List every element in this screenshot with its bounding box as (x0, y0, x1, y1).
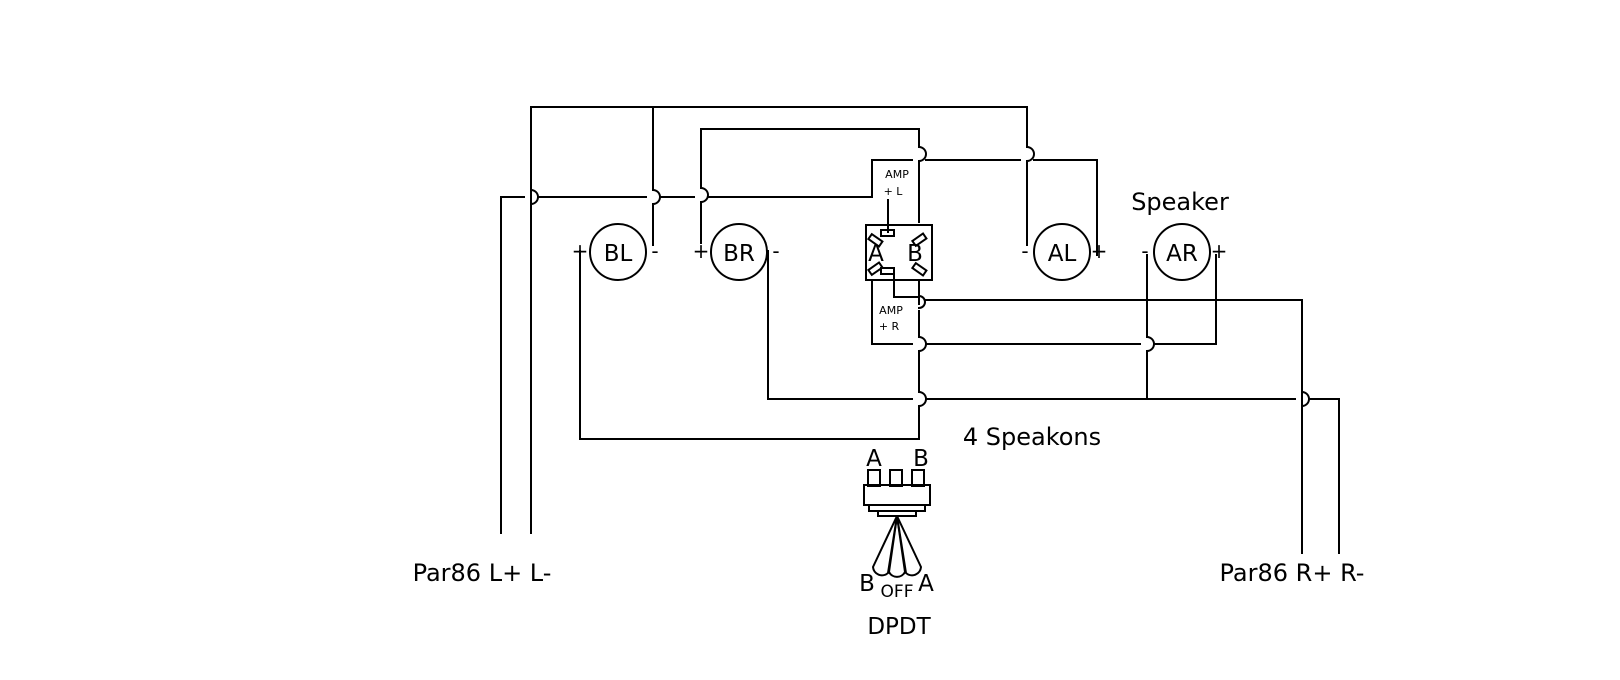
speaker-br: BR + - (693, 223, 780, 281)
wire-l-plus-row (500, 196, 873, 534)
left-source-label: Par86 L+ L- (413, 559, 552, 587)
wire-r-plus-crossover (917, 294, 926, 310)
wire-bl-minus (652, 146, 661, 246)
speaker-al-left-sign: - (1021, 239, 1028, 263)
switch-terminal-a (867, 469, 881, 487)
speaker-br-left-sign: + (693, 239, 710, 263)
speaker-br-right-sign: - (772, 239, 779, 263)
amp-l-label-2: + L (884, 185, 904, 198)
amp-switch-block: A B AMP + L AMP + R (865, 168, 933, 333)
speaker-ar-right-sign: + (1211, 239, 1228, 263)
wire-contact-bottom (893, 275, 920, 298)
speaker-br-label: BR (723, 241, 755, 267)
switch-name: DPDT (867, 614, 931, 640)
wire-top-bus (530, 106, 1028, 534)
speaker-bl-circle (589, 223, 647, 281)
contact-top-left (866, 232, 884, 248)
lever-position-a (896, 515, 923, 577)
amp-r-box (871, 281, 913, 345)
speakons-label: 4 Speakons (963, 423, 1101, 451)
amp-r-label-2: + R (879, 320, 900, 333)
amp-l-box (871, 159, 913, 198)
wire-amp-r-row (925, 254, 1217, 345)
speaker-label: Speaker (1131, 188, 1229, 216)
right-source-label: Par86 R+ R- (1220, 559, 1365, 587)
wire-bl-plus (579, 250, 920, 440)
speaker-bl: BL + - (572, 223, 659, 281)
contact-top (880, 229, 895, 237)
contact-bottom-left (866, 261, 884, 277)
switch-socket (865, 224, 933, 281)
wire-br-plus (700, 128, 920, 244)
speaker-al: AL - + (1021, 223, 1108, 281)
speaker-br-circle (710, 223, 768, 281)
wire-br-minus (767, 250, 1340, 554)
amp-l-label-1: AMP (885, 168, 909, 181)
speaker-ar-circle (1153, 223, 1211, 281)
socket-side-a: A (868, 241, 884, 267)
speaker-al-circle (1033, 223, 1091, 281)
speaker-bl-right-sign: - (651, 239, 658, 263)
speaker-al-label: AL (1048, 241, 1077, 267)
wire-al-minus (1025, 145, 1035, 246)
wire-r-plus-row (918, 281, 1303, 554)
switch-terminal-center (889, 469, 903, 487)
wire-amp-r-crossover (917, 335, 1155, 353)
contact-bottom (880, 267, 895, 275)
wire-amp-l-row (917, 145, 1098, 256)
switch-off-label: OFF (881, 582, 914, 602)
switch-bottom-a: A (918, 571, 934, 597)
speaker-al-right-sign: + (1091, 239, 1108, 263)
lever-position-b (871, 515, 898, 577)
speaker-ar: AR - + (1141, 223, 1228, 281)
speaker-ar-left-sign: - (1141, 239, 1148, 263)
dpdt-switch: A B B OFF A DPDT (859, 446, 934, 640)
switch-bushing (877, 510, 917, 517)
switch-bottom-b: B (859, 571, 875, 597)
amp-r-label-1: AMP (879, 304, 903, 317)
switch-body (863, 484, 931, 506)
switch-top-a: A (866, 446, 882, 472)
contact-top-right (910, 232, 928, 248)
wiring (500, 106, 1340, 554)
switch-top-b: B (913, 446, 929, 472)
wire-br-crossover (917, 390, 1310, 408)
contact-bottom-right (910, 261, 928, 277)
speaker-bl-left-sign: + (572, 239, 589, 263)
socket-side-b: B (907, 241, 923, 267)
wire-crossover-l (529, 186, 709, 206)
speaker-bl-label: BL (604, 241, 633, 267)
switch-terminal-b (911, 469, 925, 487)
speaker-ar-label: AR (1166, 241, 1198, 267)
